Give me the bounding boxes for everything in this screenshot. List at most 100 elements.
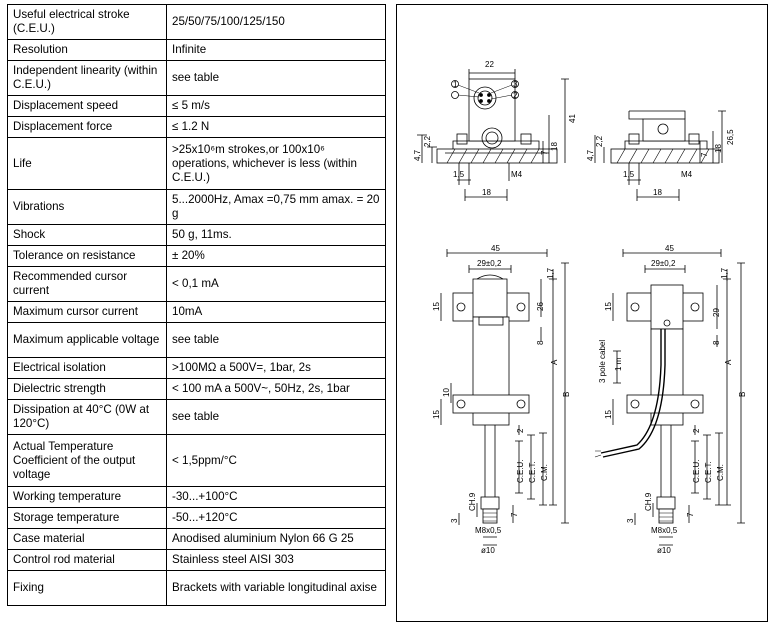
- label-m4: M4: [511, 170, 523, 179]
- spec-value: >100MΩ a 500V=, 1bar, 2s: [166, 357, 386, 379]
- spec-row: Useful electrical stroke (C.E.U.)25/50/7…: [7, 4, 386, 40]
- spec-label: Resolution: [7, 39, 167, 61]
- spec-row: Actual Temperature Coefficient of the ou…: [7, 434, 386, 487]
- spec-row: Working temperature-30...+100°C: [7, 486, 386, 508]
- label-phi10: ø10: [657, 546, 671, 555]
- dim-b: B: [738, 392, 747, 397]
- dim-18-vertical: 18: [714, 144, 723, 153]
- spec-value: 25/50/75/100/125/150: [166, 4, 386, 40]
- spec-value: -50...+120°C: [166, 507, 386, 529]
- spec-value: 50 g, 11ms.: [166, 224, 386, 246]
- bottom-left-view: [440, 249, 569, 546]
- dim-cm: C.M.: [540, 464, 549, 481]
- spec-label: Fixing: [7, 570, 167, 606]
- spec-label: Working temperature: [7, 486, 167, 508]
- spec-label: Displacement speed: [7, 95, 167, 117]
- dim-29: 29±0,2: [651, 259, 676, 268]
- spec-value: 5...2000Hz, Amax =0,75 mm amax. = 20 g: [166, 189, 386, 225]
- dim-4-7: 4,7: [586, 149, 595, 161]
- spec-label: Useful electrical stroke (C.E.U.): [7, 4, 167, 40]
- spec-label: Life: [7, 137, 167, 190]
- dim-26-5: 26,5: [726, 129, 735, 145]
- spec-label: Maximum cursor current: [7, 301, 167, 323]
- spec-value: < 0,1 mA: [166, 266, 386, 302]
- dim-2-2: 2,2: [423, 135, 432, 147]
- dim-1m: 1 m: [614, 357, 623, 371]
- label-phi10: ø10: [481, 546, 495, 555]
- spec-row: Storage temperature-50...+120°C: [7, 507, 386, 529]
- spec-label: Case material: [7, 528, 167, 550]
- dim-7: 7: [510, 512, 519, 517]
- label-ch9: CH.9: [468, 492, 477, 511]
- label-ch9: CH.9: [644, 492, 653, 511]
- dim-22: 22: [485, 60, 494, 69]
- dim-15-top: 15: [432, 302, 441, 311]
- spec-row: Electrical isolation>100MΩ a 500V=, 1bar…: [7, 357, 386, 379]
- dim-29-vertical: 29: [712, 308, 721, 317]
- top-left-view: [417, 69, 569, 201]
- spec-label: Maximum applicable voltage: [7, 322, 167, 358]
- spec-value: Infinite: [166, 39, 386, 61]
- spec-value: see table: [166, 399, 386, 435]
- spec-row: Independent linearity (within C.E.U.)see…: [7, 60, 386, 96]
- dim-2: 2: [516, 428, 525, 433]
- spec-label: Dielectric strength: [7, 378, 167, 400]
- dim-3: 3: [450, 518, 459, 523]
- spec-value: ≤ 5 m/s: [166, 95, 386, 117]
- spec-row: Displacement force≤ 1.2 N: [7, 116, 386, 138]
- label-m4: M4: [681, 170, 693, 179]
- dim-2: 2: [692, 428, 701, 433]
- spec-label: Tolerance on resistance: [7, 245, 167, 267]
- dim-1-7: 1,7: [720, 267, 729, 279]
- spec-row: Tolerance on resistance± 20%: [7, 245, 386, 267]
- label-m8: M8x0,5: [475, 526, 502, 535]
- dim-15-top: 15: [604, 302, 613, 311]
- dim-15-bottom: 15: [432, 410, 441, 419]
- dim-3: 3: [626, 518, 635, 523]
- spec-label: Independent linearity (within C.E.U.): [7, 60, 167, 96]
- dim-41: 41: [568, 114, 577, 123]
- dim-15-bottom: 15: [604, 410, 613, 419]
- bottom-left-dimensions: 45 29±0,2 1,7 26 8 15 10 15 A B 2 C.E.U.…: [432, 244, 571, 555]
- spec-value: Anodised aluminium Nylon 66 G 25: [166, 528, 386, 550]
- dim-7: 7: [700, 152, 709, 157]
- dim-18-horizontal: 18: [482, 188, 491, 197]
- top-right-view: [594, 110, 726, 201]
- dim-45: 45: [491, 244, 500, 253]
- spec-row: Recommended cursor current< 0,1 mA: [7, 266, 386, 302]
- dim-1-5: 1,5: [453, 170, 465, 179]
- dim-1-5: 1,5: [623, 170, 635, 179]
- spec-row: Life>25x10⁶m strokes,or 100x10⁶ operatio…: [7, 137, 386, 190]
- spec-label: Shock: [7, 224, 167, 246]
- spec-value: >25x10⁶m strokes,or 100x10⁶ operations, …: [166, 137, 386, 190]
- dim-18-vertical: 18: [550, 142, 559, 151]
- spec-row: Dielectric strength< 100 mA a 500V~, 50H…: [7, 378, 386, 400]
- spec-label: Control rod material: [7, 549, 167, 571]
- spec-row: Dissipation at 40°C (0W at 120°C)see tab…: [7, 399, 386, 435]
- spec-value: Brackets with variable longitudinal axis…: [166, 570, 386, 606]
- top-right-dimensions: 26,5 18 7 2,2 4,7 1,5 18 M4: [586, 129, 735, 197]
- spec-label: Storage temperature: [7, 507, 167, 529]
- spec-value: see table: [166, 322, 386, 358]
- dim-cet: C.E.T.: [704, 461, 713, 483]
- spec-value: < 100 mA a 500V~, 50Hz, 2s, 1bar: [166, 378, 386, 400]
- dim-7: 7: [540, 150, 549, 155]
- dim-1-7: 1,7: [546, 267, 555, 279]
- dim-ceu: C.E.U.: [516, 459, 525, 483]
- technical-drawing-panel: 22 41 7 18 2,2 4,7 1,5 18 M4 1 3 2 26,5 …: [396, 4, 768, 622]
- specifications-table: Useful electrical stroke (C.E.U.)25/50/7…: [7, 4, 386, 606]
- dim-10: 10: [442, 388, 451, 397]
- top-left-dimensions: 22 41 7 18 2,2 4,7 1,5 18 M4 1 3 2: [413, 60, 577, 197]
- technical-drawing: 22 41 7 18 2,2 4,7 1,5 18 M4 1 3 2 26,5 …: [413, 60, 747, 555]
- dim-b: B: [562, 392, 571, 397]
- label-m8: M8x0,5: [651, 526, 678, 535]
- spec-value: see table: [166, 60, 386, 96]
- spec-label: Dissipation at 40°C (0W at 120°C): [7, 399, 167, 435]
- spec-label: Actual Temperature Coefficient of the ou…: [7, 434, 167, 487]
- spec-label: Displacement force: [7, 116, 167, 138]
